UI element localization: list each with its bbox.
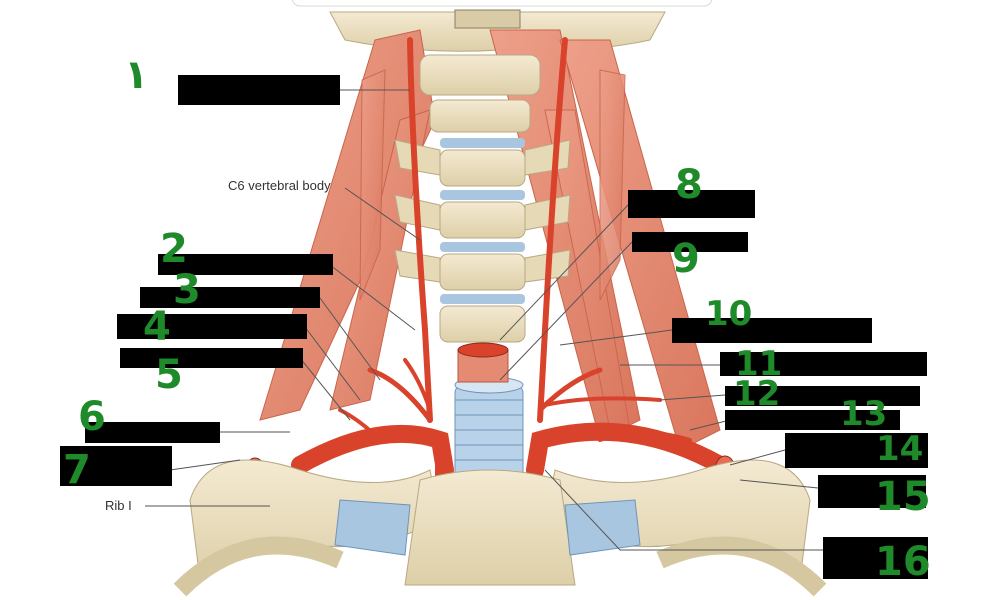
redaction-box-1	[178, 75, 340, 105]
number-14: 14	[876, 429, 923, 469]
number-9: 9	[672, 236, 700, 282]
number-13: 13	[840, 394, 887, 434]
number-1: ١	[124, 52, 148, 98]
number-5: 5	[155, 352, 183, 398]
occipital-texture	[454, 9, 521, 29]
label-rib-i: Rib I	[105, 498, 132, 513]
number-6: 6	[78, 394, 106, 440]
top-bar-remnant	[291, 0, 713, 7]
esophagus-cut	[457, 342, 509, 383]
redaction-box-15	[818, 475, 926, 508]
number-2: 2	[160, 226, 188, 272]
number-7: 7	[63, 447, 91, 493]
label-c6-vertebral-body: C6 vertebral body	[228, 178, 331, 193]
redaction-box-16	[823, 537, 928, 579]
redaction-box-5	[120, 348, 303, 368]
number-4: 4	[143, 304, 171, 350]
number-11: 11	[735, 344, 782, 384]
number-10: 10	[705, 294, 752, 334]
arteries	[291, 37, 729, 500]
redaction-box-9	[632, 232, 748, 252]
redaction-box-2	[158, 254, 333, 275]
redaction-box-12	[725, 386, 920, 406]
redaction-box-13	[725, 410, 900, 430]
redaction-box-11	[720, 352, 927, 376]
leader-lines	[145, 89, 823, 551]
cervical-vertebrae	[394, 54, 571, 343]
redaction-box-14	[785, 433, 928, 468]
redaction-box-3	[140, 287, 320, 308]
number-16: 16	[875, 539, 931, 585]
rib-cage	[173, 459, 827, 597]
redaction-box-6	[85, 422, 220, 443]
trachea	[454, 376, 524, 481]
redaction-box-7	[60, 446, 172, 486]
redaction-box-4	[117, 314, 307, 339]
number-15: 15	[875, 474, 931, 520]
redaction-box-10	[672, 318, 872, 343]
redaction-box-8	[628, 190, 755, 218]
handwritten-numbers: ١ 2 3 4 5 6 7 8 9 10 11 12 13 14 15 16	[63, 52, 931, 585]
label-redactions	[60, 75, 928, 579]
number-12: 12	[733, 374, 780, 414]
number-8: 8	[675, 162, 703, 208]
number-3: 3	[173, 267, 201, 313]
